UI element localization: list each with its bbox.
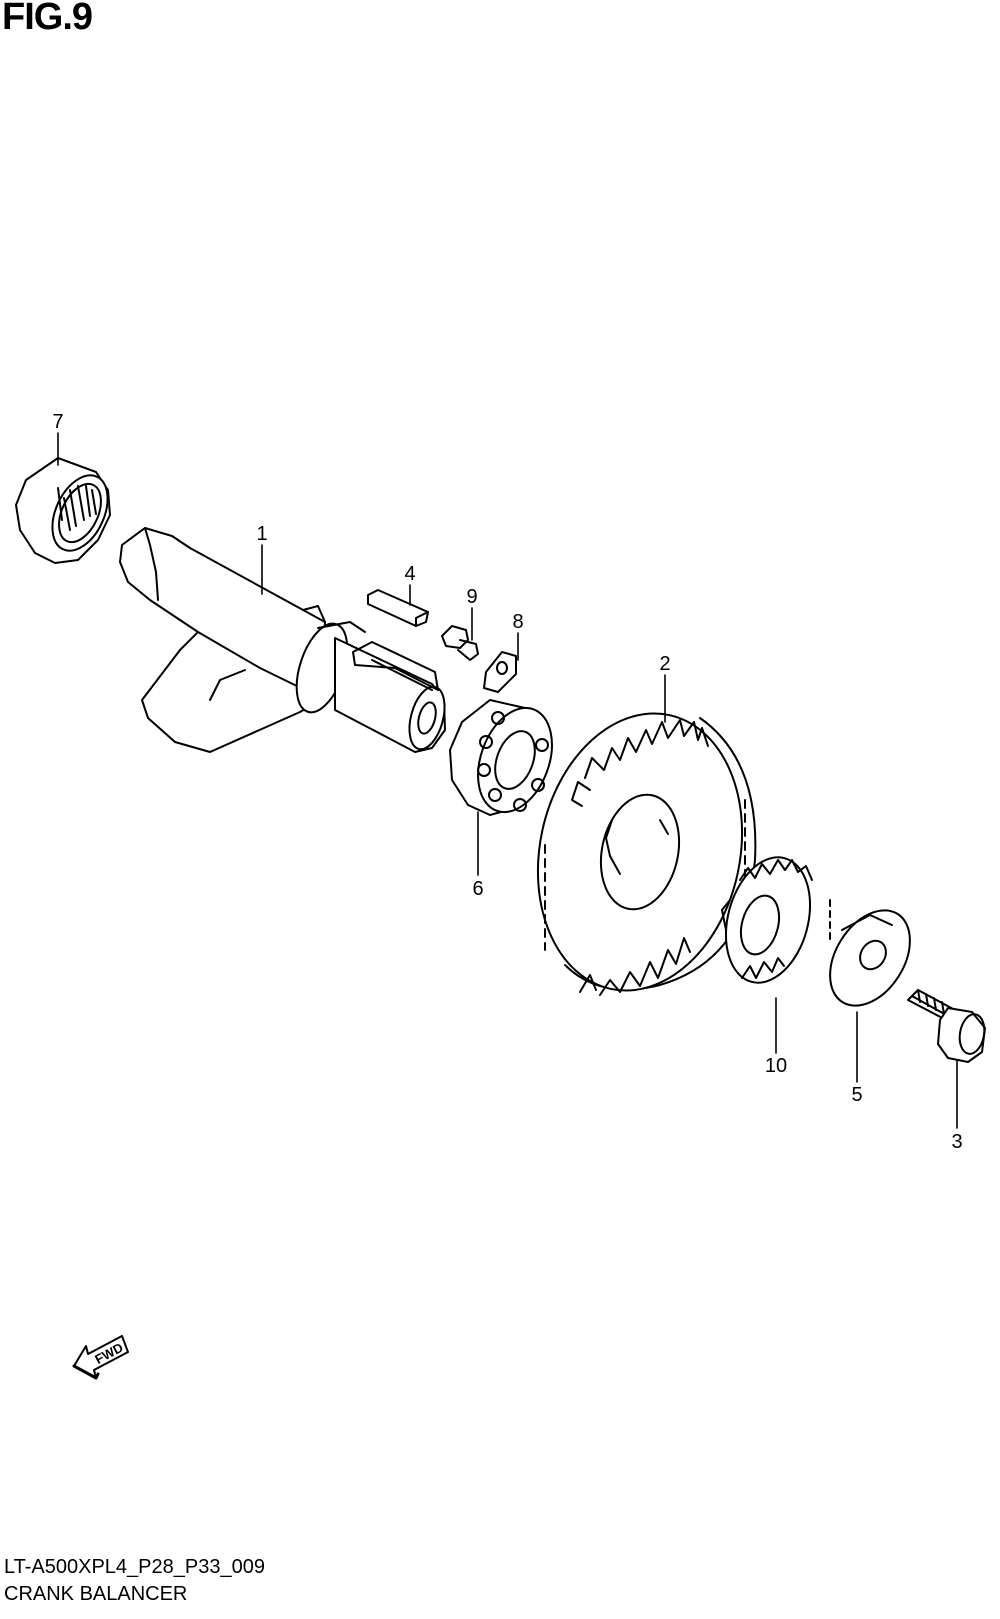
bolt-drawing[interactable] <box>907 989 987 1063</box>
callout-4: 4 <box>404 563 415 585</box>
callout-3: 3 <box>951 1131 962 1153</box>
diagram-code: LT-A500XPL4_P28_P33_009 <box>4 1556 265 1578</box>
callout-7: 7 <box>52 411 63 433</box>
figure-title: FIG.9 <box>2 0 93 38</box>
callout-1: 1 <box>256 523 267 545</box>
balancer-driven-gear-drawing[interactable] <box>513 694 767 1009</box>
needle-bearing-drawing[interactable] <box>15 457 119 564</box>
plate-drawing[interactable] <box>483 651 517 693</box>
callout-2: 2 <box>659 653 670 675</box>
washer-drawing[interactable] <box>814 896 927 1020</box>
callout-5: 5 <box>851 1084 862 1106</box>
balancer-shaft-drawing[interactable] <box>119 527 451 753</box>
callout-10: 10 <box>765 1055 787 1077</box>
gear-drawing[interactable] <box>713 848 831 992</box>
ball-bearing-drawing[interactable] <box>449 698 565 823</box>
fwd-arrow-icon: FWD <box>72 1335 129 1380</box>
key-drawing[interactable] <box>367 589 429 627</box>
diagram-name: CRANK BALANCER <box>4 1583 188 1605</box>
callout-8: 8 <box>512 611 523 633</box>
callout-6: 6 <box>472 878 483 900</box>
screw-drawing[interactable] <box>441 625 479 661</box>
leader-lines <box>57 432 958 1129</box>
callout-9: 9 <box>466 586 477 608</box>
